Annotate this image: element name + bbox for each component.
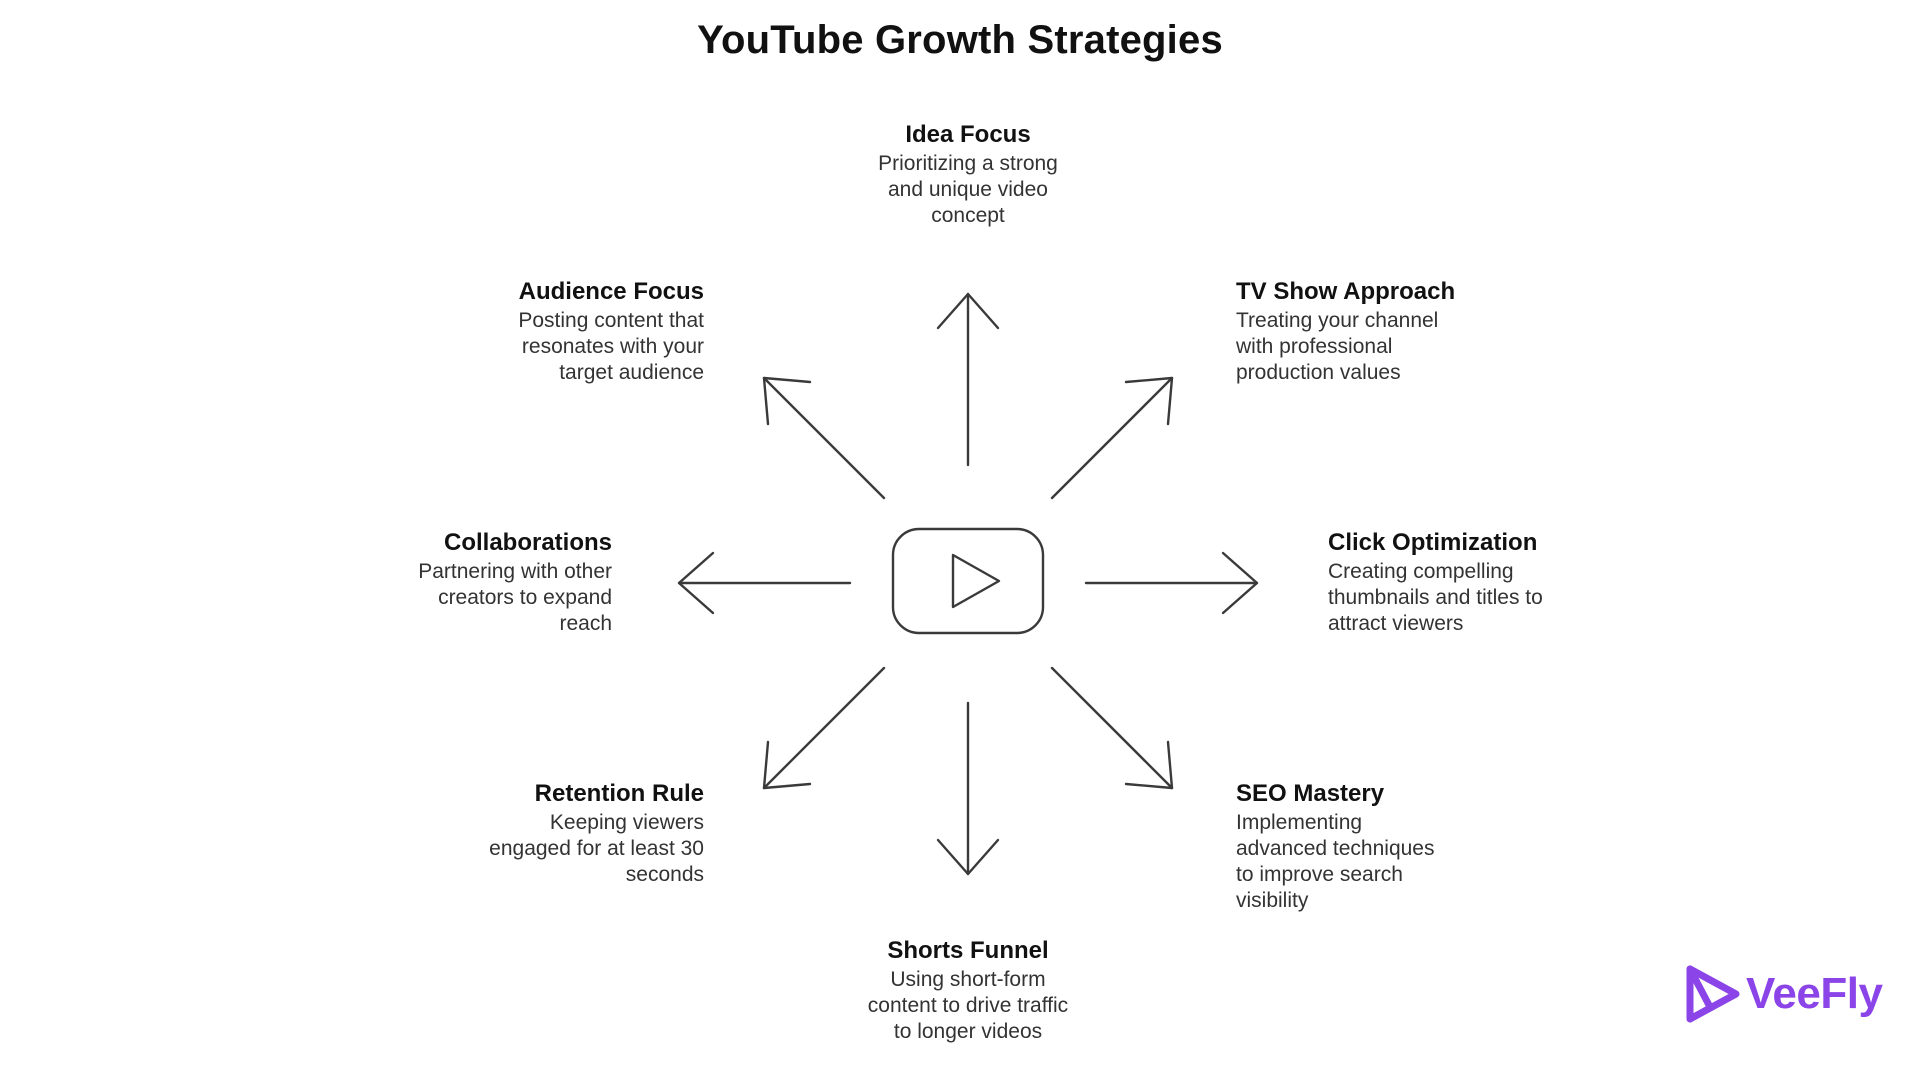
node-idea-focus: Idea Focus Prioritizing a strong and uni… <box>858 120 1078 229</box>
node-title: SEO Mastery <box>1236 780 1385 807</box>
node-description: Posting content that resonates with your… <box>518 309 704 384</box>
veefly-logo: VeeFly <box>1684 962 1883 1026</box>
node-shorts-funnel: Shorts Funnel Using short-form content t… <box>858 936 1078 1045</box>
node-retention-rule: Retention Rule Keeping viewers engaged f… <box>484 779 704 888</box>
arrow-down <box>936 701 1000 876</box>
arrow-right <box>1084 551 1259 615</box>
arrow-up-right <box>1050 376 1174 500</box>
node-description: Treating your channel with professional … <box>1236 309 1439 384</box>
node-title: Click Optimization <box>1328 529 1538 556</box>
veefly-logo-icon <box>1686 965 1740 1023</box>
node-description: Prioritizing a strong and unique video c… <box>878 152 1058 227</box>
arrow-down-left <box>762 666 886 790</box>
arrow-down-right <box>1050 666 1174 790</box>
node-title: Retention Rule <box>534 780 704 807</box>
node-tv-show-approach: TV Show Approach Treating your channel w… <box>1236 277 1456 386</box>
node-description: Partnering with other creators to expand… <box>418 560 612 635</box>
diagram-title: YouTube Growth Strategies <box>697 18 1223 62</box>
node-description: Implementing advanced techniques to impr… <box>1236 811 1435 912</box>
node-title: TV Show Approach <box>1236 278 1456 305</box>
node-click-optimization: Click Optimization Creating compelling t… <box>1328 528 1548 637</box>
node-title: Idea Focus <box>905 121 1031 148</box>
node-description: Using short-form content to drive traffi… <box>867 968 1069 1043</box>
node-collaborations: Collaborations Partnering with other cre… <box>392 528 612 637</box>
node-seo-mastery: SEO Mastery Implementing advanced techni… <box>1236 779 1456 914</box>
arrow-left <box>677 551 852 615</box>
logo-text: VeeFly <box>1746 969 1883 1018</box>
node-title: Collaborations <box>443 529 612 556</box>
node-title: Shorts Funnel <box>887 937 1049 964</box>
play-button-icon <box>891 527 1045 635</box>
node-description: Keeping viewers engaged for at least 30 … <box>489 811 704 886</box>
node-description: Creating compelling thumbnails and title… <box>1328 560 1543 635</box>
arrow-up-left <box>762 376 886 500</box>
node-title: Audience Focus <box>518 278 704 305</box>
arrow-up <box>936 292 1000 467</box>
node-audience-focus: Audience Focus Posting content that reso… <box>484 277 704 386</box>
